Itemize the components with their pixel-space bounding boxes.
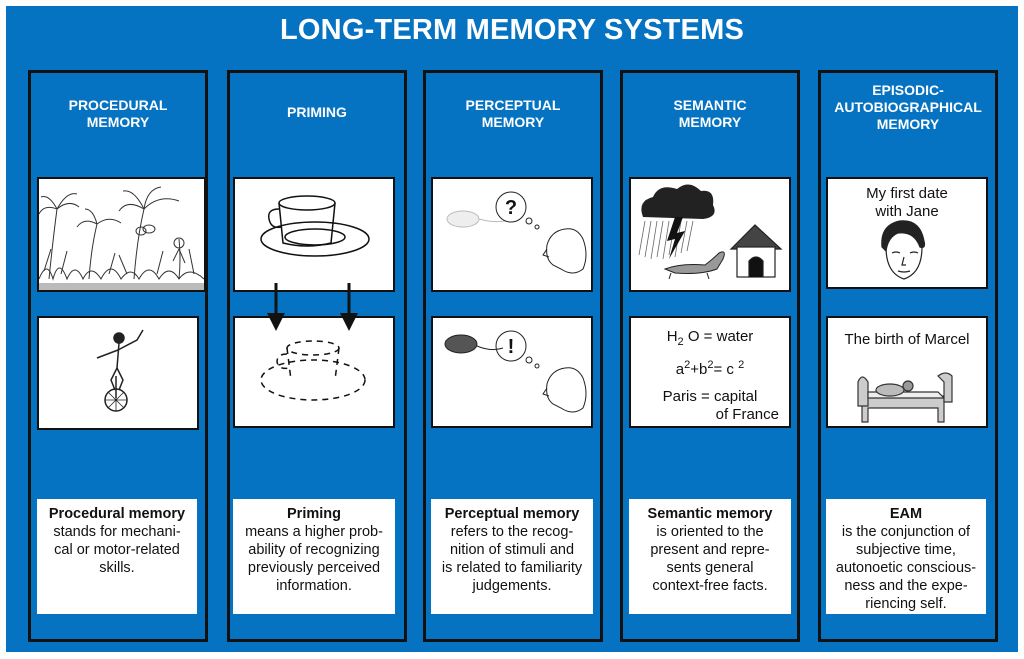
description-line: present and repre- [650, 542, 770, 558]
description-title: EAM [889, 506, 923, 522]
semantic-memory-description: Semantic memory is oriented to the prese… [629, 499, 791, 614]
fragmented-cup-image [233, 316, 395, 428]
fact-subscript: 2 [677, 336, 684, 348]
description-title: Procedural memory [48, 506, 186, 522]
description-title: Priming [287, 506, 341, 522]
fact-text: +b [690, 361, 708, 378]
description-line: autonoetic conscious- [835, 560, 977, 576]
faint-mouse-image: ? [431, 177, 593, 292]
fact-text: O = water [687, 328, 754, 345]
description-line: means a higher prob- [245, 524, 383, 540]
heading-line: MEMORY [481, 114, 545, 130]
heading-line: PERCEPTUAL [465, 97, 561, 113]
description-line: subjective time, [856, 542, 956, 558]
question-mark-icon: ? [505, 197, 517, 219]
column-heading: SEMANTIC MEMORY [623, 97, 797, 131]
description-line: ability of recognizing [248, 542, 380, 558]
cup-and-saucer-image [233, 177, 395, 292]
heading-line: SEMANTIC [673, 97, 747, 113]
description-line: is the conjunction of [841, 524, 971, 540]
description-line: refers to the recog- [450, 524, 574, 540]
baby-in-bed-icon [857, 372, 953, 423]
description-line: nition of stimuli and [449, 542, 575, 558]
mouse-exclamation-image: ! [431, 316, 593, 428]
column-priming: PRIMING [227, 70, 407, 642]
description-line: stands for mechani- [53, 524, 181, 540]
fact-h2o: H2 O = water [631, 328, 789, 351]
description-line: skills. [99, 560, 135, 576]
panel-caption: The birth of Marcel [844, 331, 970, 348]
description-line: context-free facts. [652, 578, 768, 594]
birth-panel: The birth of Marcel [826, 316, 988, 428]
priming-arrows [267, 283, 358, 331]
column-semantic-memory: SEMANTIC MEMORY [620, 70, 800, 642]
diagram-title: LONG-TERM MEMORY SYSTEMS [280, 14, 744, 46]
heading-line: EPISODIC- [872, 82, 944, 98]
fact-text: = c [713, 361, 734, 378]
fact-pythagoras: a2+b2= c 2 [631, 356, 789, 379]
semantic-facts-panel: H2 O = water a2+b2= c 2 Paris = capital … [629, 316, 791, 428]
column-procedural-memory: PROCEDURAL MEMORY [28, 70, 208, 642]
fact-superscript: 2 [738, 359, 745, 371]
womans-face-icon [881, 220, 926, 280]
description-title: Perceptual memory [444, 506, 580, 522]
column-heading: PRIMING [230, 104, 404, 121]
heading-line: MEMORY [86, 114, 150, 130]
description-line: cal or motor-related [54, 542, 180, 558]
description-line: ness and the expe- [844, 578, 968, 594]
unicycle-rider-image [37, 316, 199, 430]
storm-dog-doghouse-image [629, 177, 791, 292]
description-line: information. [276, 578, 352, 594]
description-line: is related to familiarity [441, 560, 583, 576]
procedural-memory-description: Procedural memory stands for mechani- ca… [37, 499, 197, 614]
column-heading: PERCEPTUAL MEMORY [426, 97, 600, 131]
description-line: judgements. [472, 578, 552, 594]
column-episodic-memory: EPISODIC- AUTOBIOGRAPHICAL MEMORY [818, 70, 998, 642]
description-line: previously perceived [247, 560, 381, 576]
panel-caption: My first date [866, 185, 948, 202]
jungle-scene-image [37, 177, 206, 292]
heading-line: AUTOBIOGRAPHICAL [834, 99, 982, 115]
column-heading: PROCEDURAL MEMORY [31, 97, 205, 131]
column-heading: EPISODIC- AUTOBIOGRAPHICAL MEMORY [821, 82, 995, 133]
first-date-panel: My first date with Jane [826, 177, 988, 289]
fact-text: H [666, 328, 678, 345]
heading-line: PROCEDURAL [68, 97, 168, 113]
fact-paris: Paris = capital [662, 388, 758, 405]
fact-text: a [675, 361, 685, 378]
exclamation-mark-icon: ! [508, 336, 515, 358]
fact-paris-cont: of France [715, 406, 779, 423]
priming-description: Priming means a higher prob- ability of … [233, 499, 395, 614]
perceptual-memory-description: Perceptual memory refers to the recog- n… [431, 499, 593, 614]
description-line: sents general [666, 560, 754, 576]
description-line: is oriented to the [656, 524, 764, 540]
eam-description: EAM is the conjunction of subjective tim… [826, 499, 986, 614]
description-title: Semantic memory [647, 506, 773, 522]
heading-line: MEMORY [678, 114, 742, 130]
panel-caption: with Jane [875, 203, 939, 220]
heading-line: MEMORY [876, 116, 940, 132]
description-line: riencing self. [865, 596, 947, 612]
fact-superscript: 2 [707, 359, 714, 371]
fact-superscript: 2 [684, 359, 691, 371]
heading-line: PRIMING [287, 104, 347, 120]
column-perceptual-memory: PERCEPTUAL MEMORY [423, 70, 603, 642]
